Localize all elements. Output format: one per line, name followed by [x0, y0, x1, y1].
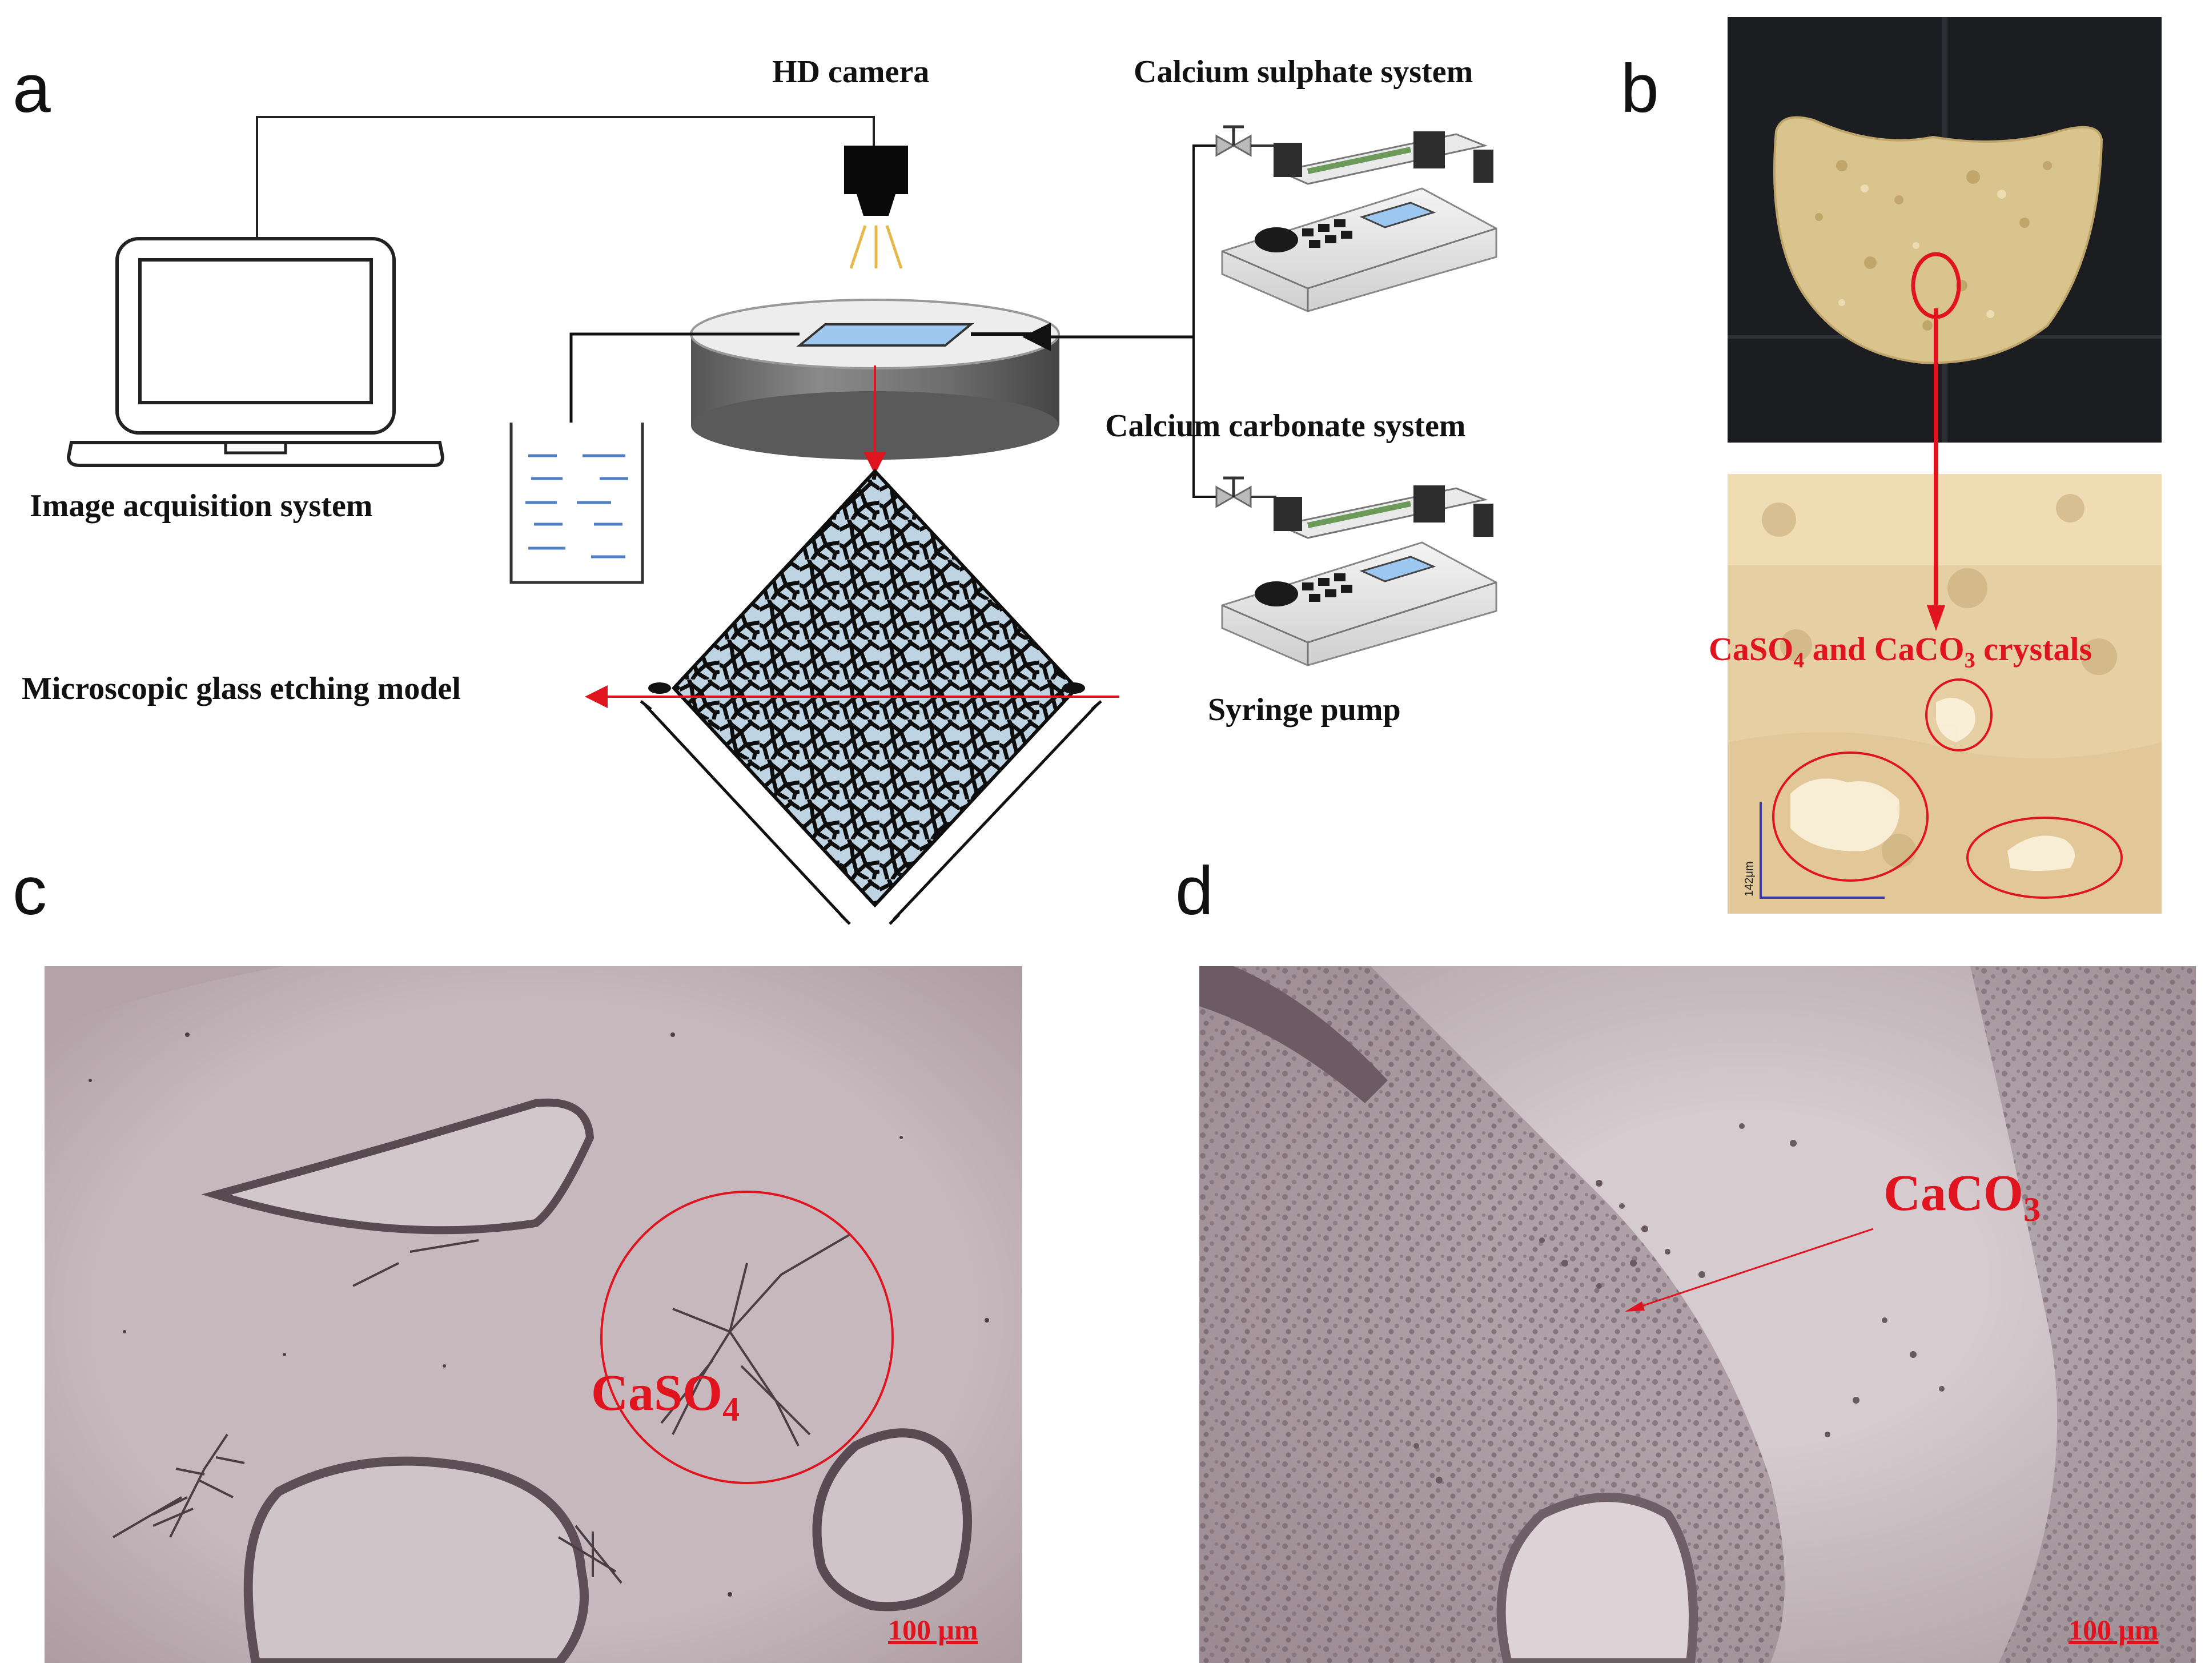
rock-scale-bar-text: 142μm [1743, 861, 1756, 897]
camera-cable [256, 116, 875, 237]
syringe-pump-icon-bottom [1221, 485, 1497, 666]
waste-beaker-icon [509, 423, 644, 584]
hd-camera-label: HD camera [772, 54, 930, 90]
syringe-pump-label: Syringe pump [1208, 692, 1401, 728]
scale-bar-c: 100 μm [888, 1614, 978, 1646]
panel-letter-a: a [13, 50, 51, 127]
calcium-sulphate-label: Calcium sulphate system [1134, 54, 1473, 90]
scale-bar-d: 100 μm [2069, 1614, 2159, 1646]
panel-letter-d: d [1175, 853, 1214, 929]
rock-sample-photo [1728, 17, 2162, 443]
hd-camera-icon [844, 146, 908, 269]
laptop-icon [66, 237, 445, 467]
caco3-label: CaCO3 [1883, 1165, 2041, 1228]
calcium-carbonate-label: Calcium carbonate system [1105, 408, 1466, 444]
glass-etching-model [585, 468, 1119, 925]
syringe-pump-icon-top [1221, 131, 1497, 312]
valve-icon-bottom [1215, 476, 1276, 508]
flow-lines [557, 144, 1216, 498]
caso4-label: CaSO4 [591, 1365, 740, 1428]
caso4-micrograph [45, 966, 1022, 1663]
panel-letter-b: b [1621, 50, 1659, 127]
rock-closeup-photo: 142μm [1728, 474, 2162, 914]
caco3-micrograph [1199, 966, 2196, 1663]
zoom-arrow [1927, 308, 1945, 631]
crystals-label: CaSO4 and CaCO3 crystals [1709, 630, 2092, 673]
panel-letter-c: c [13, 853, 47, 929]
glass-model-label: Microscopic glass etching model [22, 671, 461, 706]
setup-schematic [66, 116, 1497, 925]
image-acquisition-label: Image acquisition system [30, 488, 373, 524]
valve-icon-top [1215, 125, 1276, 157]
